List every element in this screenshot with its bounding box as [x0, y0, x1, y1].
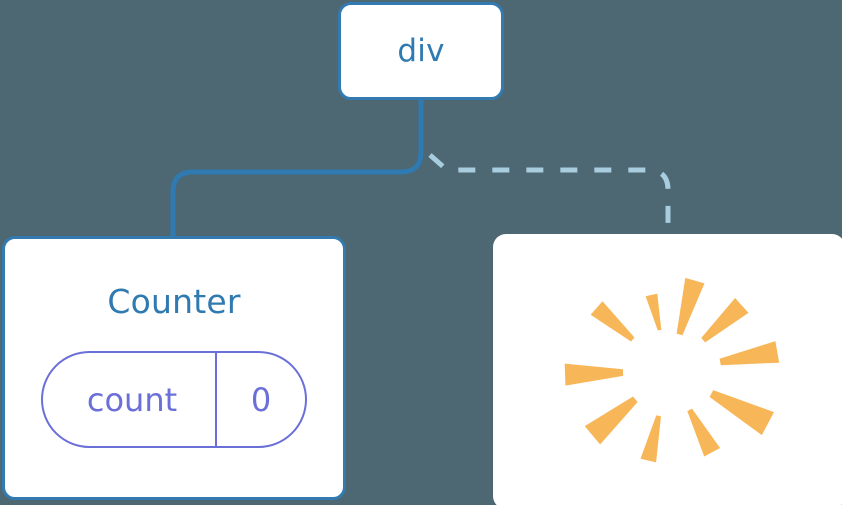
- state-pill-count[interactable]: count 0: [41, 351, 307, 448]
- burst-ray-8: [709, 390, 774, 436]
- state-key-label: count: [86, 380, 178, 419]
- burst-ray-4: [564, 363, 624, 386]
- node-counter-label: Counter: [107, 282, 241, 321]
- node-div-label: div: [397, 32, 445, 69]
- burst-ray-10: [701, 298, 749, 343]
- render-burst-icon: [564, 277, 780, 463]
- node-counter[interactable]: Counter count 0: [2, 236, 346, 500]
- burst-ray-2: [645, 293, 662, 331]
- burst-ray-5: [584, 396, 638, 445]
- edge-div-to-highlight: [428, 153, 671, 240]
- burst-ray-3: [590, 301, 635, 342]
- burst-ray-7: [687, 408, 721, 457]
- node-render-highlight[interactable]: [493, 234, 842, 505]
- state-value-label: 0: [215, 353, 305, 446]
- burst-ray-6: [640, 415, 661, 463]
- burst-ray-1: [676, 277, 705, 336]
- edge-div-to-counter: [170, 97, 424, 243]
- node-div[interactable]: div: [338, 2, 504, 100]
- burst-ray-9: [719, 341, 780, 366]
